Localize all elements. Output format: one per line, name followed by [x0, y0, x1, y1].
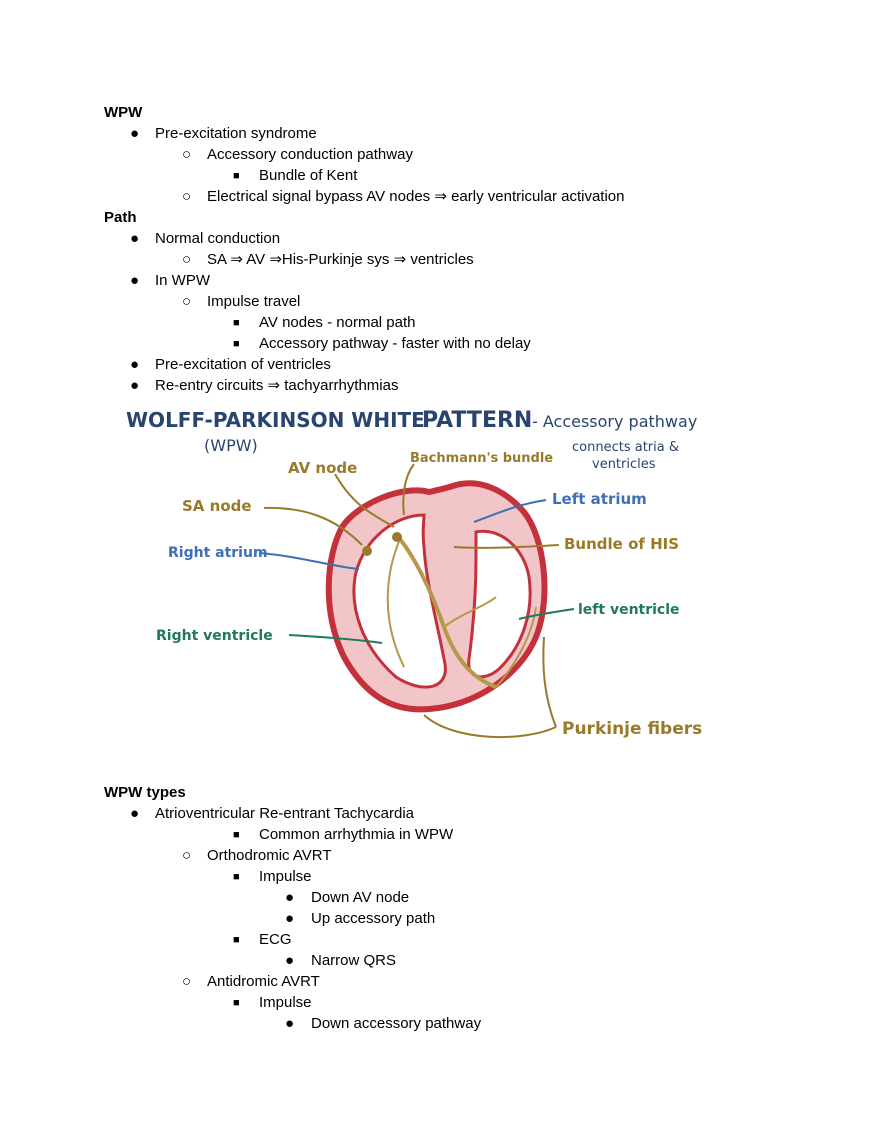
label-sa-node: SA node — [182, 497, 252, 515]
list-item: Electrical signal bypass AV nodes ⇒ earl… — [207, 188, 625, 205]
heart-chambers — [352, 513, 447, 689]
list-item: Pre-excitation of ventricles — [155, 356, 331, 373]
list-item: Down accessory pathway — [311, 1015, 482, 1032]
bullet-circle: ○ — [182, 251, 192, 268]
list-item: Impulse travel — [207, 293, 301, 310]
bullet-square: ■ — [233, 871, 240, 883]
list-item: Accessory conduction pathway — [207, 146, 413, 163]
list-item: Down AV node — [311, 889, 410, 906]
bullet-circle: ○ — [182, 188, 192, 205]
bullet-square: ■ — [233, 338, 240, 350]
bullet-disc: ● — [285, 889, 295, 906]
list-item: SA ⇒ AV ⇒His-Purkinje sys ⇒ ventricles — [207, 251, 474, 268]
figure-subnote-2: ventricles — [592, 457, 656, 472]
list-item: Normal conduction — [155, 230, 281, 247]
bullet-square: ■ — [233, 170, 240, 182]
label-bundle-his: Bundle of HIS — [564, 535, 679, 553]
label-left-atrium: Left atrium — [552, 490, 647, 508]
label-right-ventricle: Right ventricle — [156, 628, 273, 644]
list-item: Antidromic AVRT — [207, 973, 320, 990]
bullet-square: ■ — [233, 829, 240, 841]
list-item: Accessory pathway - faster with no delay — [259, 335, 531, 352]
list-item: Orthodromic AVRT — [207, 847, 332, 864]
bullet-disc: ● — [285, 910, 295, 927]
heading-wpw: WPW — [104, 104, 143, 121]
bullet-disc: ● — [130, 805, 140, 822]
figure-subnote-1: connects atria & — [572, 440, 679, 455]
list-item: Atrioventricular Re-entrant Tachycardia — [155, 805, 415, 822]
list-item: Narrow QRS — [311, 952, 397, 969]
purkinje-branch — [386, 538, 405, 668]
bullet-disc: ● — [130, 272, 140, 289]
bullet-disc: ● — [285, 952, 295, 969]
bullet-disc: ● — [130, 356, 140, 373]
list-item: Common arrhythmia in WPW — [259, 826, 454, 843]
bullet-square: ■ — [233, 317, 240, 329]
list-item: Re-entry circuits ⇒ tachyarrhythmias — [155, 377, 399, 394]
list-item: Bundle of Kent — [259, 167, 358, 184]
figure-title-abbr: (WPW) — [204, 436, 258, 455]
bullet-square: ■ — [233, 934, 240, 946]
label-purkinje: Purkinje fibers — [562, 719, 702, 739]
list-item: Impulse — [259, 994, 312, 1011]
bullet-square: ■ — [233, 997, 240, 1009]
list-item: Pre-excitation syndrome — [155, 125, 317, 142]
list-item: Up accessory path — [311, 910, 436, 927]
label-right-atrium: Right atrium — [168, 545, 268, 561]
bullet-disc: ● — [130, 230, 140, 247]
sa-node-dot — [362, 546, 372, 556]
heading-path: Path — [104, 209, 137, 226]
wpw-heart-diagram: WOLFF-PARKINSON WHITE (WPW) PATTERN - Ac… — [104, 397, 780, 777]
bullet-circle: ○ — [182, 847, 192, 864]
label-av-node: AV node — [288, 459, 357, 477]
label-left-ventricle: left ventricle — [578, 602, 680, 618]
bullet-disc: ● — [285, 1015, 295, 1032]
left-ventricle-chamber — [467, 529, 532, 679]
list-item: AV nodes - normal path — [259, 314, 416, 331]
list-item: ECG — [259, 931, 292, 948]
bullet-circle: ○ — [182, 973, 192, 990]
bullet-circle: ○ — [182, 146, 192, 163]
list-item: In WPW — [155, 272, 210, 289]
av-node-dot — [392, 532, 402, 542]
figure-title-pattern: PATTERN — [422, 408, 532, 433]
list-item: Impulse — [259, 868, 312, 885]
bullet-disc: ● — [130, 377, 140, 394]
label-bachmann: Bachmann's bundle — [410, 451, 553, 466]
figure-title: WOLFF-PARKINSON WHITE — [126, 408, 425, 432]
heading-wpw-types: WPW types — [104, 784, 186, 801]
purkinje-branch — [443, 596, 497, 628]
figure-subtitle: - Accessory pathway — [532, 412, 697, 431]
bullet-disc: ● — [130, 125, 140, 142]
bullet-circle: ○ — [182, 293, 192, 310]
